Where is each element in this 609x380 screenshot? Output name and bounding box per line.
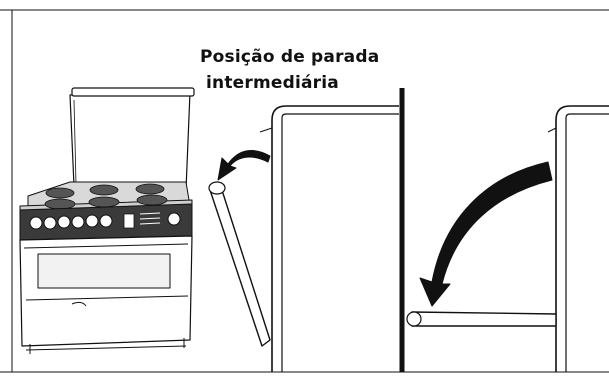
knob-5 [85, 214, 99, 228]
oven-window [37, 253, 171, 289]
knob-1 [29, 216, 43, 230]
stove-lid [69, 87, 195, 191]
knob-7 [167, 212, 181, 226]
stove-control-panel [19, 203, 193, 241]
stove-body [19, 235, 193, 354]
knob-3 [57, 215, 71, 229]
knob-6 [99, 214, 113, 228]
panel-intermediate-stop [208, 105, 399, 372]
stove-illustration [19, 87, 195, 354]
intermediate-stop-caption: Posição de parada intermediária [196, 44, 380, 96]
caption-line-2: intermediária [206, 73, 339, 93]
frame-border [0, 9, 609, 373]
rotation-arrow-left [217, 149, 271, 181]
horizontal-lid [406, 311, 557, 327]
knob-4 [71, 215, 85, 229]
knob-2 [43, 216, 57, 230]
rotation-arrow-down [419, 161, 553, 307]
caption-line-1: Posição de parada [200, 47, 380, 67]
tilted-lid [208, 181, 271, 347]
panel-closed-position [406, 105, 609, 372]
